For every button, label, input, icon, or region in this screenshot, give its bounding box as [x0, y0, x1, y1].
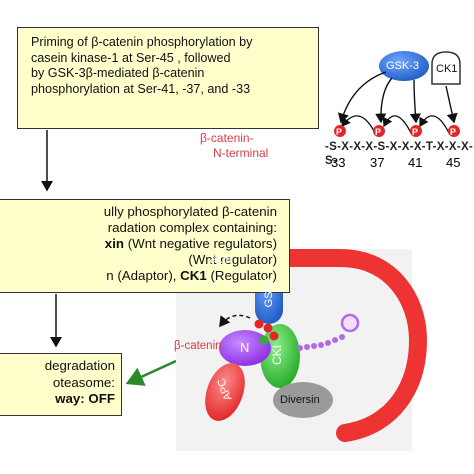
complex-line-4: (Wnt regulator) [188, 252, 277, 267]
p-label-37: P [375, 127, 382, 137]
n-terminal-shape [219, 330, 271, 366]
complex-box: ully phosphorylated β-catenin radation c… [0, 199, 290, 293]
arrow-gsk-to-41 [409, 79, 421, 124]
complex-phospho-1 [254, 319, 264, 329]
arc-45-to-41 [419, 115, 451, 136]
complex-phospho-2 [263, 323, 273, 333]
arrow-ck1-to-45 [445, 85, 458, 124]
n-label: N [240, 340, 250, 355]
degradation-box: degradation oteasome: way: OFF [0, 353, 122, 416]
p-label-33: P [336, 127, 343, 137]
complex-line-5-post: (Regulator) [206, 268, 277, 283]
complex-line-5: n (Adaptor), CK1 (Regulator) [0, 268, 289, 284]
complex-line-3: xin (Wnt negative regulators) [0, 236, 289, 252]
axin-bold: xin [104, 236, 125, 251]
apc-shape [205, 363, 245, 421]
degradation-line-2: oteasome: [52, 374, 115, 390]
diversin-label: Diversin [280, 394, 320, 406]
phospho-37 [373, 125, 385, 137]
pathway-off: way: OFF [55, 391, 115, 406]
arc-37-to-33 [341, 115, 377, 136]
ck1-label: CK1 [436, 63, 458, 75]
ck1-shape [431, 51, 461, 85]
axin-arc [201, 249, 428, 442]
gsk3-label: GSK-3 [386, 60, 420, 72]
phospho-dashed-arrow [219, 314, 251, 328]
cki-label: CKI [270, 345, 284, 366]
beta-catenin-label: β-catenin [174, 340, 222, 352]
position-33: 33 [331, 155, 346, 170]
beta-catenin-n-terminal-label-1: β-catenin- [200, 131, 254, 145]
degradation-line-1: degradation [44, 358, 115, 373]
beta-catenin-n-terminal-label-2: N-terminal [213, 146, 269, 160]
arrow-gsk-to-37 [375, 77, 393, 124]
ck1-bold: CK1 [180, 268, 207, 283]
sequence-text: -S-X-X-X-S-X-X-X-T-X-X-X-S- [325, 141, 474, 167]
cki-shape [260, 324, 300, 388]
priming-line-1: Priming of β-catenin phosphorylation by [31, 35, 253, 49]
priming-box: Priming of β-catenin phosphorylation by … [17, 27, 319, 129]
complex-phospho-4 [259, 335, 269, 345]
diversin-shape [273, 382, 333, 418]
phospho-33 [334, 125, 346, 137]
p-label-41: P [412, 127, 419, 137]
complex-phospho-3 [269, 331, 279, 341]
position-41: 41 [408, 155, 423, 170]
complex-line-2: radation complex containing: [107, 220, 277, 235]
complex-line-3-rest: (Wnt negative regulators) [124, 236, 277, 251]
arrow-gsk-to-33 [337, 71, 387, 124]
complex-line-1: ully phosphorylated β-catenin [103, 204, 277, 219]
gsk3-shape [379, 51, 429, 81]
axin-label: axin [210, 252, 233, 266]
position-45: 45 [446, 155, 461, 170]
priming-line-3: by GSK-3β-mediated β-catenin [31, 66, 205, 80]
priming-line-4: phosphorylation at Ser-41, -37, and -33 [31, 81, 251, 96]
priming-line-2: casein kinase-1 at Ser-45 , followed [31, 50, 231, 65]
catenin-tail [297, 334, 345, 351]
p-label-45: P [450, 127, 457, 137]
phospho-45 [448, 125, 460, 137]
arc-41-to-37 [382, 115, 413, 136]
catenin-tail-end [340, 313, 360, 333]
phospho-41 [410, 125, 422, 137]
complex-line-5-pre: n (Adaptor), [106, 268, 181, 283]
gsk3-complex-label: GSK3 [263, 278, 275, 308]
position-37: 37 [370, 155, 385, 170]
degradation-arrow [125, 359, 177, 386]
